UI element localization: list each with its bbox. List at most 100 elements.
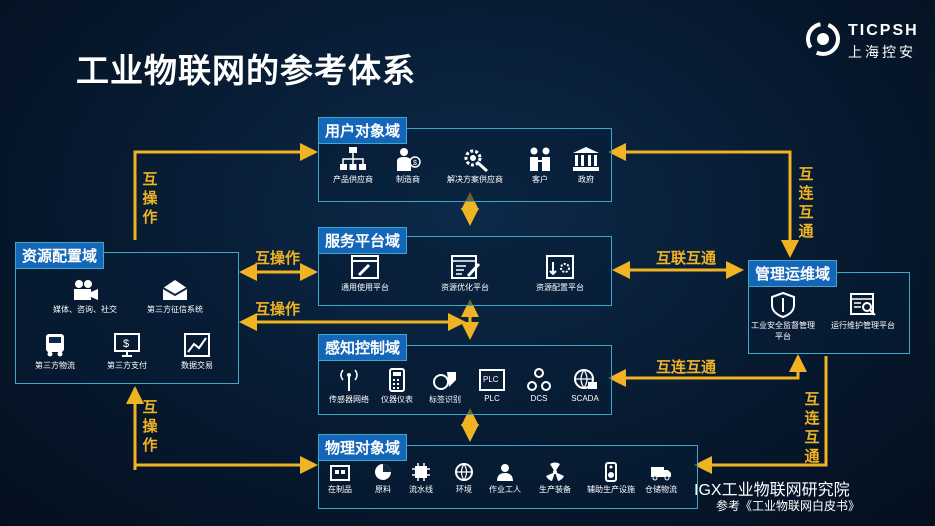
production-equipment-item: 生产装备 [520,462,590,495]
warehouse-logistics-item: 仓储物流 [626,462,696,495]
item-label: DCS [530,394,548,403]
service-domain-label: 服务平台域 [318,227,408,254]
solution-supplier-item: 解决方案供应商 [440,146,510,185]
window-edit-icon [451,255,480,279]
resource-domain-box [15,252,239,384]
item-label: 标签识别 [429,395,461,404]
video-camera-icon [74,280,98,300]
arrow-ops-physical [694,356,828,474]
third-party-logistics-item: 第三方物流 [20,332,90,371]
data-trading-item: 数据交易 [162,332,232,371]
item-label: 仓储物流 [645,485,677,494]
logo-mark-icon [806,22,840,56]
item-label: 媒体、咨询、社交 [53,305,117,314]
sense-ops-arrow-label: 互连互通 [656,359,717,376]
assembly-line-item: 流水线 [386,462,456,495]
raw-material-item: 原料 [348,462,418,495]
ops-domain-label: 管理运维域 [748,260,838,287]
item-label: 运行维护管理平台 [831,321,895,330]
item-label: PLC [484,394,500,403]
item-label: 传感器网络 [329,395,369,404]
pie-icon [375,464,391,480]
person-icon [497,464,513,481]
item-label: 制造商 [396,175,420,184]
product-supplier-item: 产品供应商 [318,146,388,185]
window-search-icon [850,293,876,316]
shield-icon [771,292,795,318]
media-item: 媒体、咨询、社交 [50,278,120,315]
manufacturer-item: $ 制造商 [373,146,443,185]
sensor-network-item: 传感器网络 [314,368,384,405]
monitor-dollar-icon: $ [114,333,140,357]
envelope-icon [162,280,188,300]
handshake-icon [530,147,550,171]
item-label: 环境 [456,485,472,494]
antenna-icon [340,369,358,391]
item-label: 产品供应商 [333,175,373,184]
item-label: 生产装备 [539,485,571,494]
auxiliary-facility-item: 辅助生产设施 [576,462,646,495]
resource-optimization-item: 资源优化平台 [430,254,500,293]
truck-icon [651,467,671,481]
window-tool-icon [351,255,379,279]
watermark-source: 参考《工业物联网白皮书》 [716,499,861,513]
page-title: 工业物联网的参考体系 [76,52,416,89]
gear-wrench-icon [464,149,489,172]
item-label: 在制品 [328,485,352,494]
window-settings-icon [546,255,574,279]
globe-monitor-icon [574,369,597,390]
item-label: 客户 [532,175,548,184]
instrument-item: 仪器仪表 [362,368,432,405]
item-label: 仪器仪表 [381,395,413,404]
chip-icon [412,463,430,481]
line-chart-icon [184,333,210,357]
top-right-arrow-label: 互连互通 [798,166,814,240]
physical-domain-label: 物理对象域 [318,434,408,461]
dcs-item: DCS [504,368,574,403]
operation-maintenance-item: 运行维护管理平台 [828,292,898,331]
item-label: 流水线 [409,485,433,494]
radiation-icon [546,462,564,481]
plc-icon-text: PLC [483,375,499,384]
arrow-resource-physical [133,388,318,474]
speaker-icon [605,462,617,482]
logo-text-en: TICPSH [848,22,919,39]
hierarchy-icon [340,147,366,170]
watermark-text: IGX工业物联网研究院 [694,482,850,499]
plc-icon: PLC [479,369,505,391]
environment-item: 环境 [429,462,499,495]
security-supervision-item: 工业安全监督管理平台 [748,292,818,342]
arrow-user-ops [618,150,799,258]
item-label: 解决方案供应商 [447,175,503,184]
credit-system-item: 第三方征信系统 [140,278,210,315]
resource-center-arrow-label: 互操作 [255,301,301,318]
item-label: 第三方物流 [35,361,75,370]
factory-box-icon [330,465,350,481]
svg-text:$: $ [123,338,129,350]
resource-config-item: 资源配置平台 [525,254,595,293]
item-label: 辅助生产设施 [587,485,635,494]
item-label: SCADA [571,394,599,403]
item-label: 第三方支付 [107,361,147,370]
logo-text-cn: 上海控安 [848,44,916,60]
arrow-resource-user [133,143,318,240]
item-label: 数据交易 [181,361,213,370]
wip-item: 在制品 [305,462,375,495]
item-label: 资源配置平台 [536,283,584,292]
bottom-right-arrow-label: 互连互通 [804,391,820,465]
bus-icon [46,334,64,357]
item-label: 原料 [375,485,391,494]
item-label: 工业安全监督管理平台 [751,321,815,341]
resource-domain-label: 资源配置域 [15,242,105,269]
government-item: 政府 [551,146,621,185]
service-ops-arrow-label: 互联互通 [656,250,717,267]
scada-item: SCADA [550,368,620,403]
network-nodes-icon [527,368,551,391]
item-label: 政府 [578,175,594,184]
customer-item: 客户 [505,146,575,185]
government-building-icon [573,147,599,171]
resource-service-arrow-label: 互操作 [255,250,301,267]
item-label: 资源优化平台 [441,283,489,292]
sense-domain-label: 感知控制域 [318,334,408,361]
